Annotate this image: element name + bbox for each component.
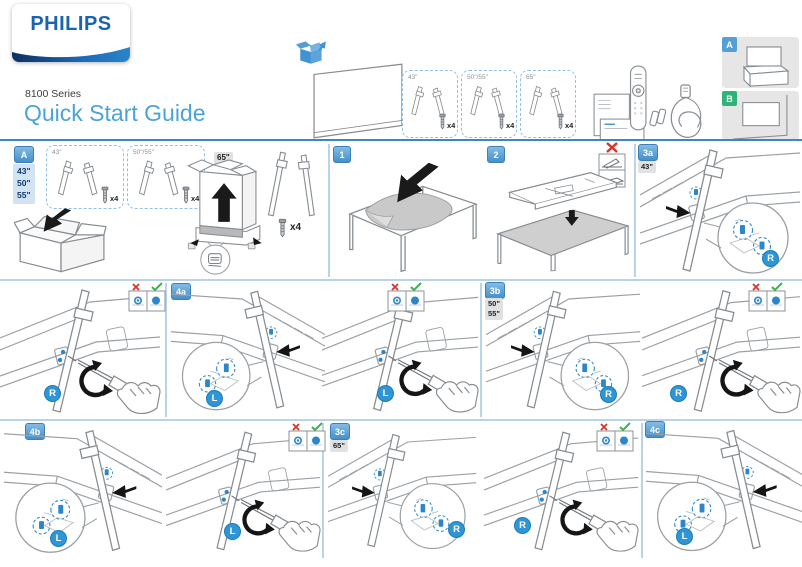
step-3c-label: 3c (330, 423, 350, 440)
power-cable-illustration (666, 84, 706, 142)
column-divider (634, 144, 636, 277)
left-leg-badge: L (676, 528, 693, 545)
leg-attach-illustration (486, 288, 642, 414)
page-title: Quick Start Guide (24, 100, 206, 126)
kit-size-label: 65" (526, 74, 536, 81)
open-box-illustration (14, 208, 108, 274)
step-3b-sizes: 50" 55" (485, 298, 503, 320)
screw-flush-guide (748, 282, 786, 312)
tv-legs-illustration (135, 156, 185, 198)
section-a-label: A (14, 146, 34, 163)
step-3c-size: 65" (330, 440, 348, 452)
column-divider (328, 144, 330, 277)
right-leg-badge: R (762, 250, 779, 267)
leg-kit-box-50-55: 50"/55" x4 (461, 70, 517, 138)
right-leg-badge: R (670, 385, 687, 402)
tv-panel-illustration (312, 62, 406, 140)
column-divider (165, 283, 167, 417)
logo-swoosh (12, 47, 130, 62)
tv-facedown-illustration (488, 166, 634, 272)
column-divider (322, 423, 324, 558)
option-b-wall-mount: B (722, 91, 799, 141)
step-3a-size: 43" (638, 161, 656, 173)
row-divider (0, 279, 802, 281)
kit-size-label: 43" (52, 149, 62, 156)
screw-flush-guide (128, 282, 166, 312)
tv-legs-65-illustration (262, 150, 318, 218)
leg-attach-illustration (169, 288, 325, 414)
left-leg-badge: L (50, 530, 67, 547)
step-1-label: 1 (333, 146, 351, 163)
right-leg-badge: R (44, 385, 61, 402)
screw-flush-guide (596, 422, 634, 452)
table-blanket-illustration (336, 158, 482, 274)
leg-attach-illustration (644, 426, 802, 556)
leg-kit-box-43: 43" x4 (402, 70, 458, 138)
left-leg-badge: L (377, 385, 394, 402)
leg-kit-box-43: 43" x4 (46, 145, 124, 209)
screw-quantity: x4 (565, 121, 574, 130)
column-divider (480, 283, 482, 417)
option-b-label: B (722, 91, 737, 106)
left-leg-badge: L (206, 390, 223, 407)
screw-quantity: x4 (447, 121, 456, 130)
section-a-sizes: 43" 50" 55" (13, 164, 35, 204)
tv-on-cabinet-illustration (730, 40, 794, 88)
kit-size-label: 50"/55" (133, 149, 154, 156)
right-leg-badge: R (514, 517, 531, 534)
philips-logo: PHILIPS (12, 4, 130, 62)
kit-size-label: 43" (408, 74, 418, 81)
screw-flush-guide (288, 422, 326, 452)
option-a-label: A (722, 37, 737, 52)
box-lift-illustration (186, 158, 264, 276)
leg-attach-illustration (2, 428, 162, 556)
leg-kit-box-50-55: 50"/55" x4 (127, 145, 205, 209)
philips-wordmark: PHILIPS (30, 13, 112, 35)
screw-flush-guide (387, 282, 425, 312)
series-label: 8100 Series (25, 88, 82, 100)
left-leg-badge: L (224, 523, 241, 540)
step-2-label: 2 (487, 146, 505, 163)
right-leg-badge: R (600, 386, 617, 403)
header-divider (0, 139, 802, 141)
step-3a-label: 3a (638, 144, 658, 161)
screw-quantity: x4 (191, 194, 200, 203)
remote-control-illustration (628, 64, 668, 138)
leg-kit-box-65: 65" x4 (520, 70, 576, 138)
tv-on-wall-illustration (730, 93, 794, 141)
option-a-table-stand: A (722, 37, 799, 88)
screw-quantity: x4 (506, 121, 515, 130)
row-divider (0, 419, 802, 421)
screw-quantity: x4 (110, 194, 119, 203)
column-divider (641, 423, 643, 558)
right-leg-badge: R (448, 521, 465, 538)
screw-illustration (276, 218, 289, 238)
tv-legs-illustration (54, 156, 104, 198)
screw-quantity-65: x4 (290, 222, 302, 233)
kit-size-label: 50"/55" (467, 74, 488, 81)
